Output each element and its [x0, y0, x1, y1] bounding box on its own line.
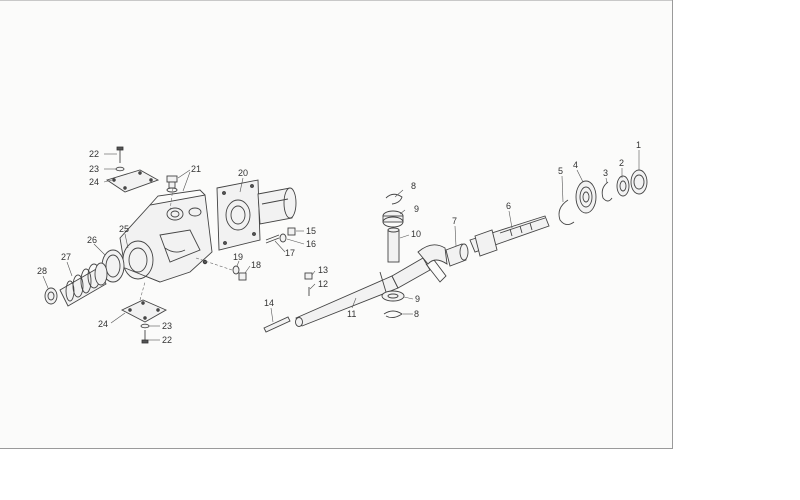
- part-11-shift-lever: [295, 244, 448, 327]
- part-14-pin: [263, 316, 291, 333]
- callout-10: 10: [411, 229, 421, 239]
- callout-18: 18: [251, 260, 261, 270]
- part-3-circlip: [601, 181, 613, 202]
- callout-17: 17: [285, 248, 295, 258]
- callout-labels: 1 2 3 4 5 6 7 8 9 10 11 9 8 12 13 14 15 …: [37, 140, 641, 345]
- part-18-drain-plug: [238, 272, 247, 281]
- scanned-drawing-area: [0, 0, 673, 449]
- part-19-washer: [232, 265, 240, 275]
- callout-26: 26: [87, 235, 97, 245]
- scan-top-edge: [0, 0, 672, 1]
- callout-24-upper: 24: [89, 177, 99, 187]
- part-9-lower-bearing: [381, 290, 405, 302]
- callout-12: 12: [318, 279, 328, 289]
- callout-8-lower: 8: [414, 309, 419, 319]
- part-28-clamp: [44, 287, 58, 305]
- leader-lines: [42, 150, 640, 341]
- callout-2: 2: [619, 158, 624, 168]
- callout-16: 16: [306, 239, 316, 249]
- part-2-bearing: [616, 175, 630, 197]
- callout-27: 27: [61, 252, 71, 262]
- part-27-bellows-boot: [59, 262, 108, 307]
- callout-21: 21: [191, 164, 201, 174]
- part-25-gearbox-housing: [119, 189, 213, 283]
- part-20-flange-plate: [216, 179, 297, 251]
- part-10-pin: [387, 227, 400, 263]
- callout-11: 11: [347, 309, 356, 319]
- part-5-circlip: [558, 199, 575, 225]
- callout-23-upper: 23: [89, 164, 99, 174]
- callout-22-upper: 22: [89, 149, 99, 159]
- part-1-oil-seal: [630, 169, 648, 195]
- part-8-upper-snap-ring: [385, 193, 403, 205]
- part-7-coupling-sleeve: [445, 243, 469, 267]
- part-4-large-bearing: [575, 180, 597, 214]
- part-9-upper-bearing: [382, 210, 404, 228]
- callout-19: 19: [233, 252, 243, 262]
- part-6-input-shaft: [469, 215, 550, 257]
- callout-4: 4: [573, 160, 578, 170]
- callout-13: 13: [318, 265, 328, 275]
- callout-9-upper: 9: [414, 204, 419, 214]
- part-22-lower-bolt: [141, 330, 149, 344]
- part-24-lower-cover: [120, 299, 168, 323]
- callout-6: 6: [506, 201, 511, 211]
- part-17-stud: [265, 234, 280, 244]
- callout-25: 25: [119, 224, 129, 234]
- assembly-line-21: [169, 187, 174, 211]
- callout-14: 14: [264, 298, 274, 308]
- callout-22-lower: 22: [162, 335, 172, 345]
- part-23-lower-washer: [140, 323, 150, 329]
- callout-20: 20: [238, 168, 248, 178]
- part-21-breather-plug: [166, 175, 178, 193]
- assembly-line-19: [195, 257, 233, 271]
- callout-7: 7: [452, 216, 457, 226]
- part-22-upper-bolt: [116, 146, 124, 163]
- callout-9-lower: 9: [415, 294, 420, 304]
- part-8-lower-snap-ring: [383, 310, 403, 319]
- callout-24-lower: 24: [98, 319, 108, 329]
- assembly-line-24b: [139, 281, 146, 301]
- callout-5: 5: [558, 166, 563, 176]
- callout-15: 15: [306, 226, 316, 236]
- part-13-nut: [304, 272, 313, 280]
- part-23-upper-washer: [115, 166, 125, 172]
- part-15-nut: [287, 227, 296, 236]
- callout-8-upper: 8: [411, 181, 416, 191]
- callout-28: 28: [37, 266, 47, 276]
- callout-3: 3: [603, 168, 608, 178]
- part-16-washer: [279, 233, 287, 243]
- callout-23-lower: 23: [162, 321, 172, 331]
- callout-1: 1: [636, 140, 641, 150]
- part-24-upper-cover: [105, 169, 160, 193]
